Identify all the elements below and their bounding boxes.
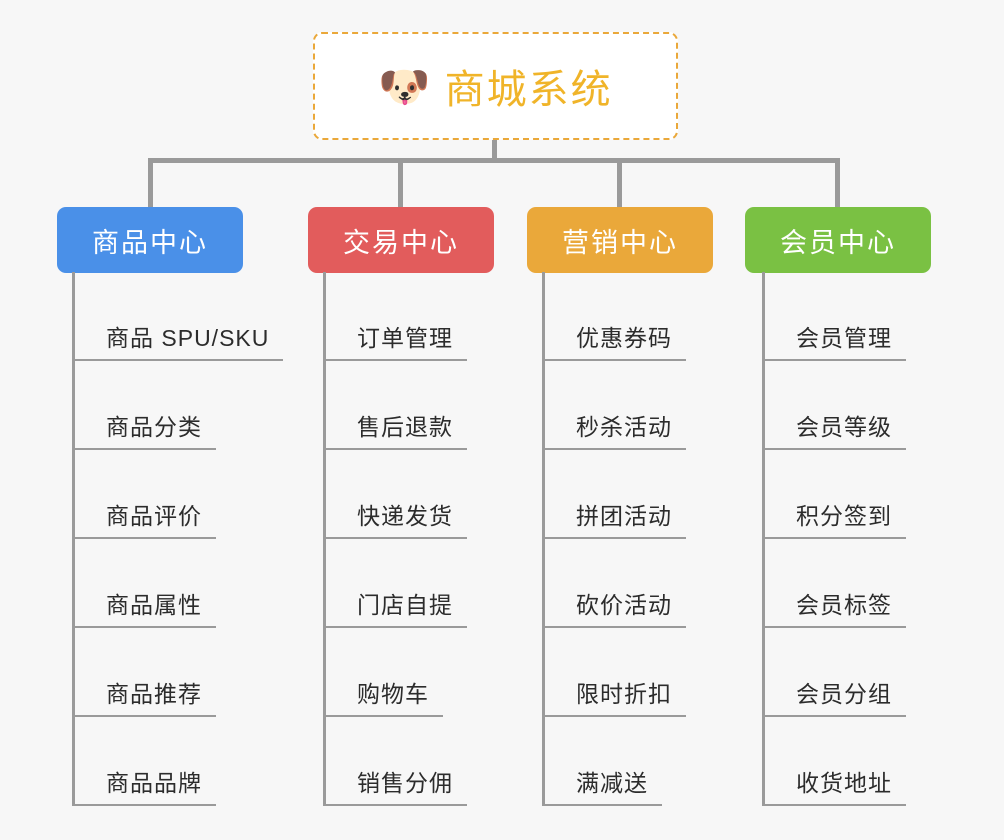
leaf-label: 商品属性 — [106, 592, 202, 618]
leaf-label: 会员分组 — [796, 681, 892, 707]
category-label-marketing-center: 营销中心 — [562, 227, 678, 258]
list-item[interactable]: 优惠券码 — [542, 272, 686, 361]
category-box-trade-center[interactable]: 交易中心 — [308, 207, 494, 273]
list-item[interactable]: 商品分类 — [72, 361, 216, 450]
leaf-label: 商品品牌 — [106, 770, 202, 796]
leaf-label: 购物车 — [357, 681, 429, 707]
leaf-label: 积分签到 — [796, 503, 892, 529]
list-item[interactable]: 满减送 — [542, 717, 662, 806]
list-item[interactable]: 快递发货 — [323, 450, 467, 539]
leaf-label: 收货地址 — [796, 770, 892, 796]
list-item[interactable]: 限时折扣 — [542, 628, 686, 717]
list-item[interactable]: 商品属性 — [72, 539, 216, 628]
leaf-label: 满减送 — [576, 770, 648, 796]
list-item[interactable]: 会员分组 — [762, 628, 906, 717]
category-label-trade-center: 交易中心 — [343, 227, 459, 258]
list-item[interactable]: 商品品牌 — [72, 717, 216, 806]
leaf-label: 商品推荐 — [106, 681, 202, 707]
leaf-label: 订单管理 — [357, 325, 453, 351]
list-item[interactable]: 会员管理 — [762, 272, 906, 361]
list-item[interactable]: 购物车 — [323, 628, 443, 717]
connector-horizontal-bus — [148, 158, 840, 163]
root-node-title: 商城系统 — [444, 68, 613, 112]
list-item[interactable]: 会员标签 — [762, 539, 906, 628]
list-item[interactable]: 收货地址 — [762, 717, 906, 806]
category-box-marketing-center[interactable]: 营销中心 — [527, 207, 713, 273]
leaf-label: 销售分佣 — [357, 770, 453, 796]
connector-drop-trade-center — [398, 158, 403, 208]
list-item[interactable]: 商品评价 — [72, 450, 216, 539]
list-item[interactable]: 拼团活动 — [542, 450, 686, 539]
leaf-label: 售后退款 — [357, 414, 453, 440]
leaf-label: 会员等级 — [796, 414, 892, 440]
leaf-label: 秒杀活动 — [576, 414, 672, 440]
leaf-label: 商品评价 — [106, 503, 202, 529]
category-box-product-center[interactable]: 商品中心 — [57, 207, 243, 273]
connector-drop-product-center — [148, 158, 153, 208]
root-node-mall-system[interactable]: 🐶 商城系统 — [313, 32, 678, 140]
leaf-label: 商品 SPU/SKU — [106, 325, 270, 351]
list-item[interactable]: 订单管理 — [323, 272, 467, 361]
list-item[interactable]: 砍价活动 — [542, 539, 686, 628]
leaf-label: 商品分类 — [106, 414, 202, 440]
leaf-label: 砍价活动 — [576, 592, 672, 618]
leaf-label: 拼团活动 — [576, 503, 672, 529]
list-item[interactable]: 销售分佣 — [323, 717, 467, 806]
connector-trunk-trade-center — [323, 272, 326, 806]
category-box-member-center[interactable]: 会员中心 — [745, 207, 931, 273]
connector-drop-member-center — [835, 158, 840, 208]
leaf-label: 优惠券码 — [576, 325, 672, 351]
connector-trunk-marketing-center — [542, 272, 545, 806]
connector-root-stem — [492, 140, 497, 162]
connector-trunk-member-center — [762, 272, 765, 806]
category-label-member-center: 会员中心 — [780, 227, 896, 258]
list-item[interactable]: 会员等级 — [762, 361, 906, 450]
shiba-dog-face-icon: 🐶 — [378, 63, 431, 110]
category-label-product-center: 商品中心 — [92, 227, 208, 258]
leaf-label: 快递发货 — [357, 503, 453, 529]
leaf-label: 门店自提 — [357, 592, 453, 618]
list-item[interactable]: 秒杀活动 — [542, 361, 686, 450]
connector-trunk-product-center — [72, 272, 75, 806]
list-item[interactable]: 商品 SPU/SKU — [72, 272, 284, 361]
leaf-label: 会员管理 — [796, 325, 892, 351]
list-item[interactable]: 门店自提 — [323, 539, 467, 628]
leaf-label: 会员标签 — [796, 592, 892, 618]
list-item[interactable]: 商品推荐 — [72, 628, 216, 717]
connector-drop-marketing-center — [617, 158, 622, 208]
leaf-label: 限时折扣 — [576, 681, 672, 707]
list-item[interactable]: 售后退款 — [323, 361, 467, 450]
list-item[interactable]: 积分签到 — [762, 450, 906, 539]
